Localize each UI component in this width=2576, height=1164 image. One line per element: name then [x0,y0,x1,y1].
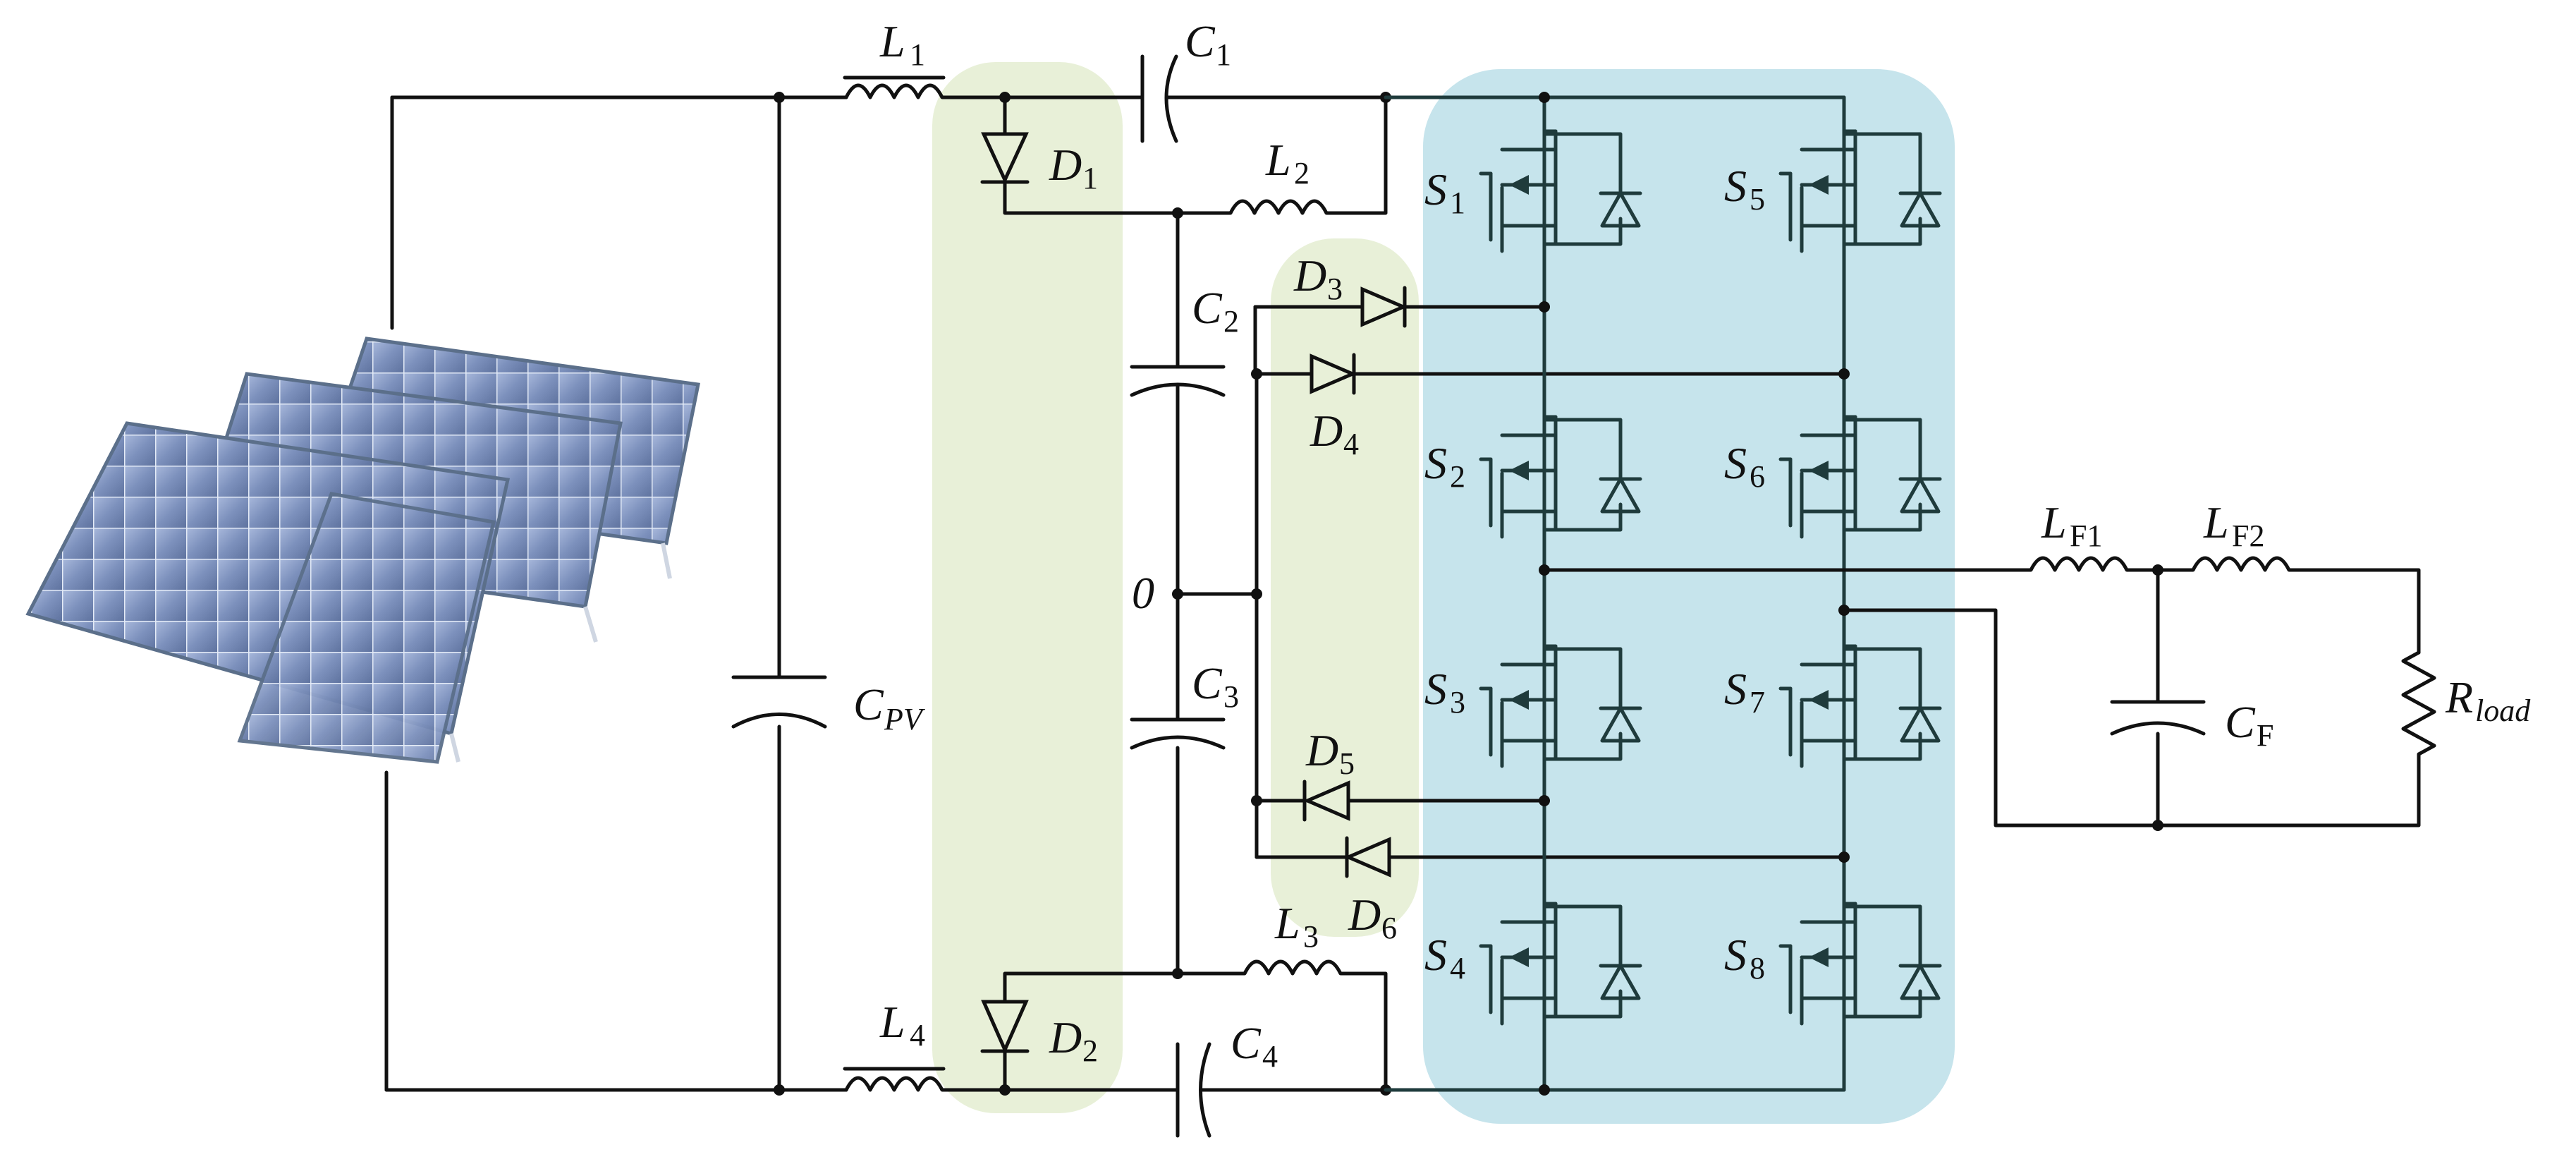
svg-text:F2: F2 [2232,519,2264,553]
svg-text:C: C [1192,283,1223,333]
svg-text:D: D [1305,725,1338,775]
svg-text:S: S [1424,664,1447,714]
svg-text:3: 3 [1450,685,1465,720]
svg-text:S: S [1424,930,1447,980]
svg-text:R: R [2445,672,2473,722]
label-zero: 0 [1132,568,1154,618]
svg-text:7: 7 [1750,685,1765,720]
svg-text:S: S [1424,164,1447,214]
solar-panel-array-icon [25,337,700,764]
svg-text:D: D [1348,890,1381,940]
svg-text:PV: PV [884,702,926,736]
svg-text:1: 1 [1216,37,1231,72]
svg-text:S: S [1724,664,1747,714]
svg-text:F: F [2257,718,2273,753]
svg-text:S: S [1724,161,1747,211]
svg-text:2: 2 [1223,304,1239,339]
svg-text:6: 6 [1381,911,1397,945]
svg-text:C: C [2225,697,2256,747]
svg-text:S: S [1424,438,1447,488]
svg-text:4: 4 [1450,951,1465,986]
svg-text:D: D [1049,140,1082,190]
svg-text:3: 3 [1327,272,1343,306]
svg-text:load: load [2475,693,2531,728]
diode-highlight-left [932,62,1123,1113]
svg-text:C: C [853,679,884,729]
svg-text:L: L [2041,497,2067,547]
svg-text:S: S [1724,930,1747,980]
svg-text:D: D [1049,1012,1082,1062]
svg-text:C: C [1185,16,1216,66]
svg-text:3: 3 [1303,919,1319,954]
svg-text:F1: F1 [2070,519,2102,553]
svg-text:2: 2 [1082,1033,1098,1068]
switch-highlight [1423,69,1955,1124]
svg-text:6: 6 [1750,459,1765,494]
svg-text:3: 3 [1223,679,1239,714]
svg-text:2: 2 [1294,156,1310,190]
svg-text:L: L [1265,135,1291,185]
svg-text:4: 4 [1262,1039,1278,1074]
svg-text:2: 2 [1450,459,1465,494]
svg-text:D: D [1310,406,1343,456]
svg-text:S: S [1724,438,1747,488]
svg-text:8: 8 [1750,951,1765,986]
svg-text:4: 4 [910,1018,925,1053]
svg-text:D: D [1293,250,1326,301]
svg-text:1: 1 [1450,186,1465,220]
svg-text:C: C [1231,1018,1262,1068]
svg-text:L: L [879,997,905,1047]
svg-text:L: L [879,16,905,66]
svg-text:1: 1 [1082,161,1098,195]
svg-text:4: 4 [1343,427,1359,461]
svg-text:5: 5 [1750,182,1765,217]
svg-text:L: L [1274,898,1300,948]
svg-text:1: 1 [910,37,925,72]
svg-text:5: 5 [1339,746,1355,781]
svg-text:0: 0 [1132,568,1154,618]
svg-text:C: C [1192,658,1223,708]
svg-text:L: L [2203,497,2229,547]
diode-highlight-mid [1271,238,1419,937]
